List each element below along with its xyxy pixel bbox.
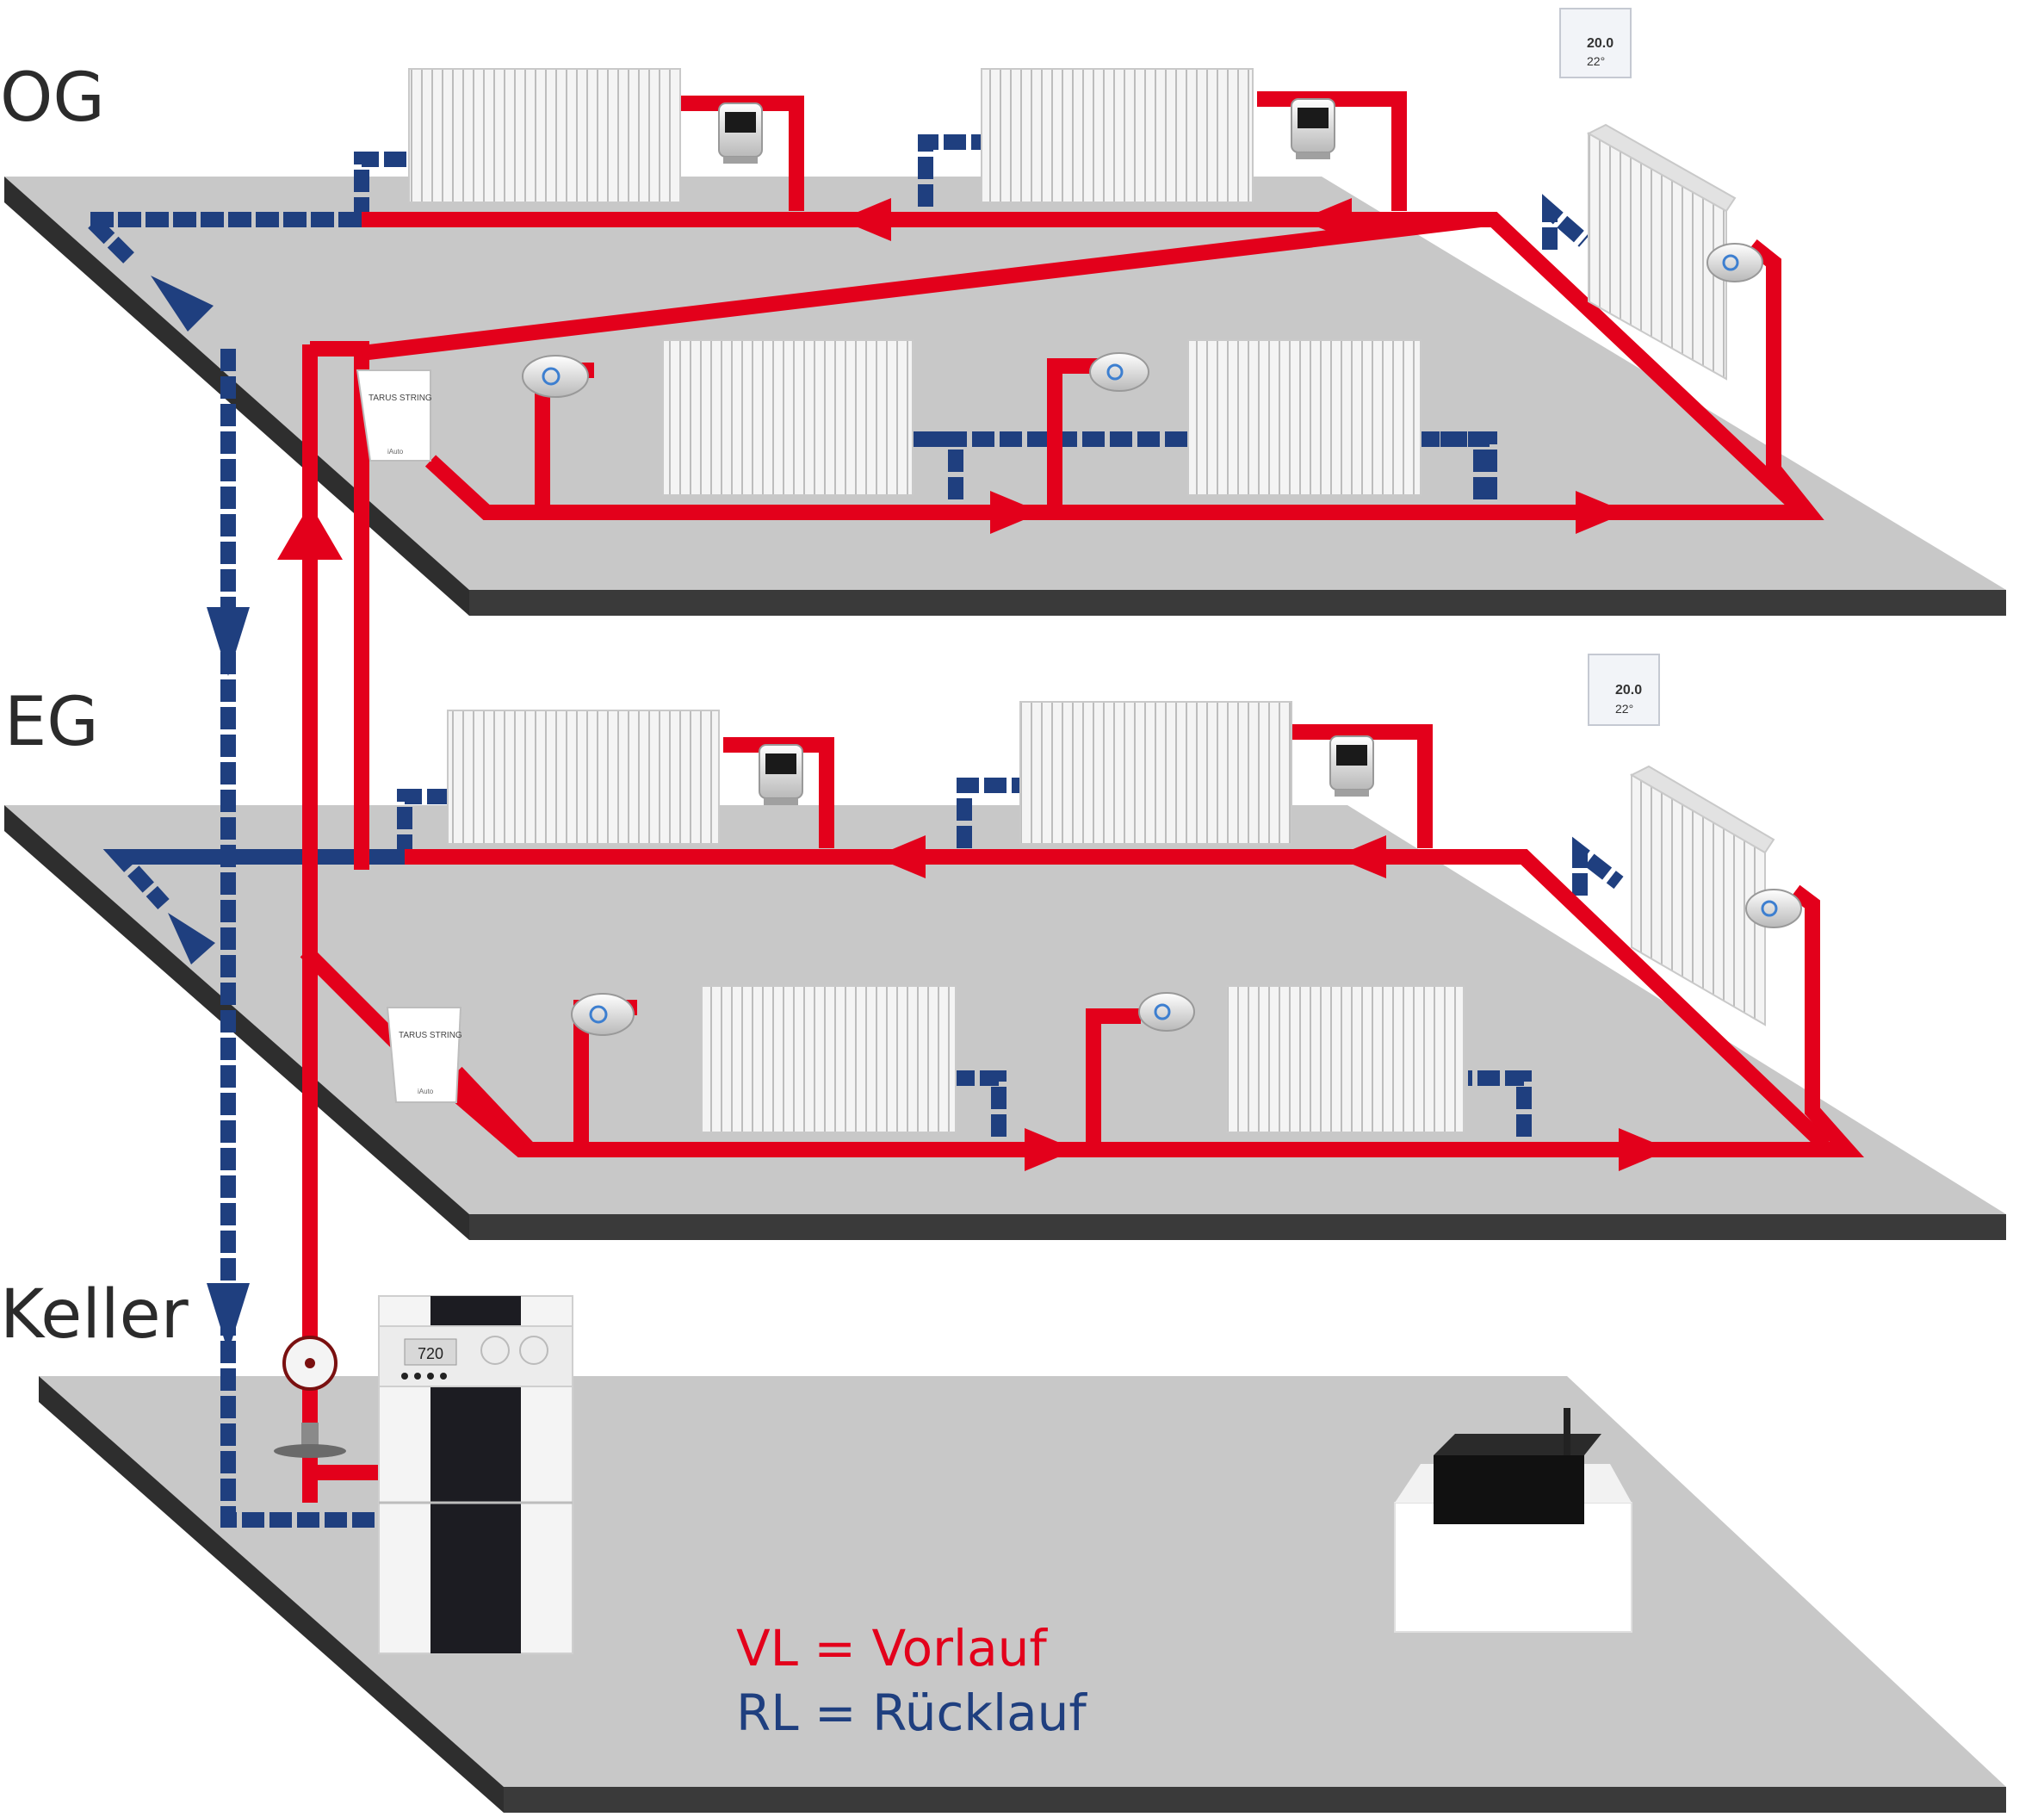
thermostat-valve-icon (1138, 992, 1195, 1032)
ruecklauf-arrows (151, 276, 250, 1352)
thermostat-valves (522, 98, 1802, 1036)
floor-label-og: OG (0, 59, 105, 137)
floor-eg (4, 805, 2006, 1240)
radiator-icon (1019, 701, 1292, 845)
radiator-icon (662, 339, 914, 496)
thermostat-set-temp: 20.0 (1615, 683, 1642, 698)
flow-arrow-icon (207, 607, 250, 676)
radiator-icon (1187, 339, 1422, 496)
legend-vorlauf: VL = Vorlauf (736, 1619, 1047, 1677)
floor-label-keller: Keller (0, 1276, 189, 1354)
room-controller-eg: TARUS STRING iAuto (386, 1007, 462, 1103)
controller-label: TARUS STRING (369, 394, 432, 403)
thermostat-room-temp: 22° (1615, 702, 1633, 716)
thermostat-valve-icon (1329, 735, 1374, 797)
flow-arrow-icon (151, 276, 214, 332)
radiator-icon (981, 68, 1254, 203)
flow-arrow-icon (207, 1283, 250, 1352)
radiator-icon (701, 985, 957, 1133)
legend-ruecklauf: RL = Rücklauf (736, 1684, 1087, 1742)
controller-brand: iAuto (418, 1088, 434, 1095)
flow-arrow-icon (1300, 198, 1352, 241)
flow-arrow-icon (874, 835, 926, 878)
flow-arrow-icon (839, 198, 891, 241)
controller-brand: iAuto (387, 448, 404, 456)
floor-keller (39, 1376, 2006, 1813)
thermostat-valve-icon (1291, 98, 1335, 159)
vorlauf-arrows (277, 198, 1670, 1171)
thermostat-room-temp: 22° (1587, 54, 1605, 68)
flow-arrow-icon (1576, 491, 1627, 534)
flow-arrow-icon (1335, 835, 1386, 878)
gateway-icon (1434, 1455, 1584, 1524)
flow-arrow-icon (990, 491, 1042, 534)
radiators-eg (447, 701, 1775, 1133)
controller-label: TARUS STRING (399, 1031, 462, 1040)
room-controller-og: TARUS STRING iAuto (356, 369, 432, 462)
thermostat-valve-icon (718, 102, 763, 164)
gateway (1394, 1408, 1632, 1633)
wall-thermostat-icon (1559, 8, 1632, 78)
thermostat-valve-icon (522, 355, 589, 398)
wall-thermostat-icon (1588, 654, 1660, 726)
radiator-icon (447, 710, 720, 845)
wall-thermostat-eg: 20.0 22° (1588, 654, 1660, 726)
thermostat-valve-icon (1706, 243, 1763, 282)
flow-arrow-icon (1025, 1128, 1076, 1171)
flow-arrow-icon (168, 913, 215, 964)
radiator-icon (1226, 985, 1465, 1133)
thermostat-valve-icon (571, 993, 635, 1036)
thermostat-valve-icon (1745, 889, 1802, 928)
pump (274, 1336, 346, 1458)
radiator-icon (408, 68, 681, 203)
boiler: 720 (378, 1295, 573, 1654)
boiler-display: 720 (418, 1345, 443, 1362)
thermostat-valve-icon (1089, 352, 1149, 392)
flow-arrow-icon (277, 504, 343, 560)
floor-label-eg: EG (4, 684, 99, 761)
wall-thermostat-og: 20.0 22° (1559, 8, 1632, 78)
thermostat-valve-icon (759, 744, 803, 805)
thermostat-set-temp: 20.0 (1587, 36, 1614, 51)
radiators-og (408, 68, 1737, 496)
floor-og (4, 177, 2006, 616)
flow-arrow-icon (1619, 1128, 1670, 1171)
